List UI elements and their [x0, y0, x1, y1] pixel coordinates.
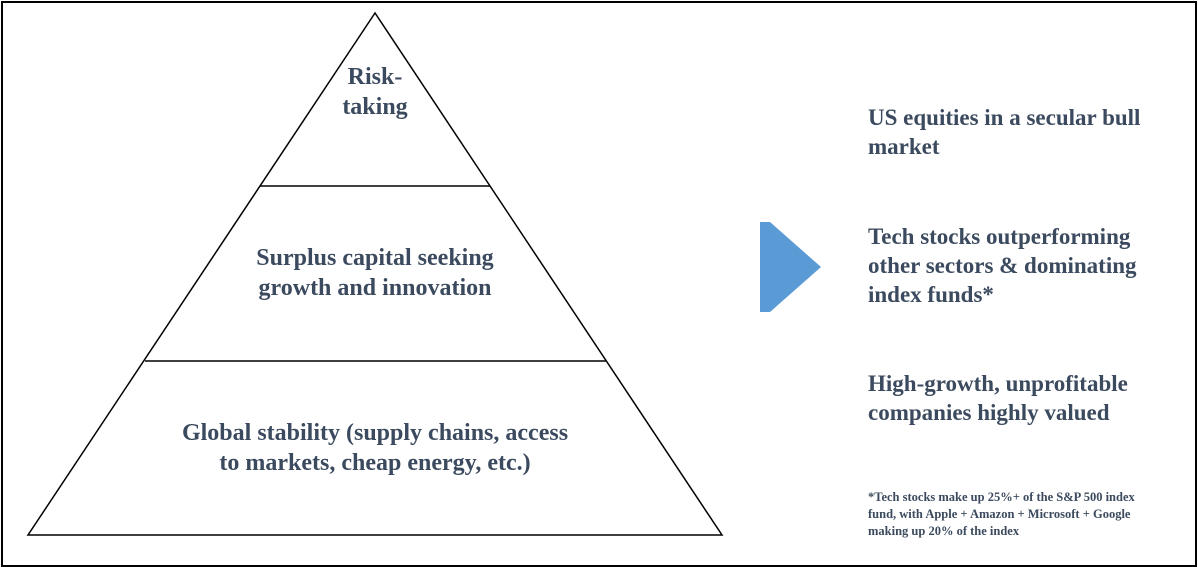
tier-middle-label: Surplus capital seeking growth and innov… — [256, 245, 494, 301]
outcome-unprofitable-valued: High-growth, unprofitable companies high… — [868, 371, 1128, 425]
pyramid-outline — [26, 11, 724, 536]
footnote: *Tech stocks make up 25%+ of the S&P 500… — [868, 490, 1135, 538]
arrow-front-chevron — [770, 222, 821, 312]
double-chevron-right-icon — [760, 222, 821, 312]
tier-bottom-label: Global stability (supply chains, access … — [181, 420, 569, 476]
outcome-bull-market: US equities in a secular bull market — [868, 105, 1141, 159]
arrow-back-chevron — [760, 222, 770, 312]
tier-top-label: Risk- taking — [342, 64, 408, 120]
outcome-tech-outperforming: Tech stocks outperforming other sectors … — [868, 224, 1137, 307]
